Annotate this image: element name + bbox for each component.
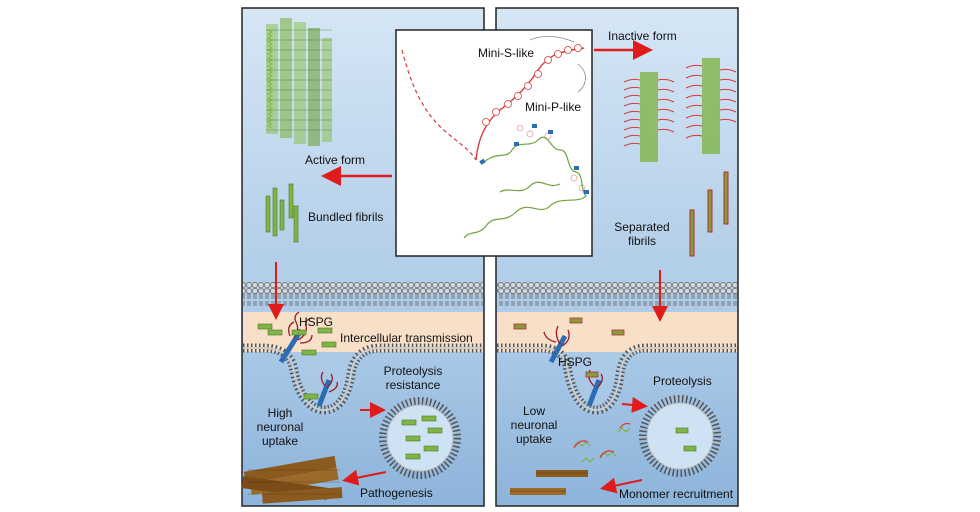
brown-fibrils-right xyxy=(510,470,588,495)
arrow-monomer-recruitment xyxy=(600,477,643,494)
fibrils-extracellular-right xyxy=(513,317,625,378)
mini-p-label: Mini-P-like xyxy=(525,100,582,114)
hspg-right-label: HSPG xyxy=(558,355,593,369)
hspg-left xyxy=(278,311,338,407)
vesicle-right xyxy=(639,395,721,477)
arrow-to-vesicle-right xyxy=(621,396,648,413)
arrow-to-pathogenesis xyxy=(342,469,387,486)
separated-fibrils xyxy=(689,171,729,257)
hspg-right xyxy=(543,325,603,407)
bundled-fibrils-label: Bundled fibrils xyxy=(308,210,384,224)
proteolysis-label: Proteolysis xyxy=(653,374,712,388)
pathogenesis-label: Pathogenesis xyxy=(360,486,433,500)
bundled-fibrils xyxy=(265,183,299,243)
mini-s-label: Mini-S-like xyxy=(478,46,535,60)
center-panel xyxy=(395,29,593,257)
monomers xyxy=(573,422,631,463)
vesicle-left xyxy=(379,397,461,479)
fibril-stack-inactive xyxy=(623,58,737,162)
monomer-recruitment-label: Monomer recruitment xyxy=(619,487,734,501)
intercellular-transmission-label: Intercellular transmission xyxy=(340,331,473,345)
fibril-stack-active xyxy=(266,18,332,146)
active-form-label: Active form xyxy=(305,153,366,167)
fibrils-extracellular-left xyxy=(257,323,337,400)
hspg-left-label: HSPG xyxy=(299,315,334,329)
inactive-form-label: Inactive form xyxy=(608,29,677,43)
pathogenic-aggregate xyxy=(241,455,343,504)
